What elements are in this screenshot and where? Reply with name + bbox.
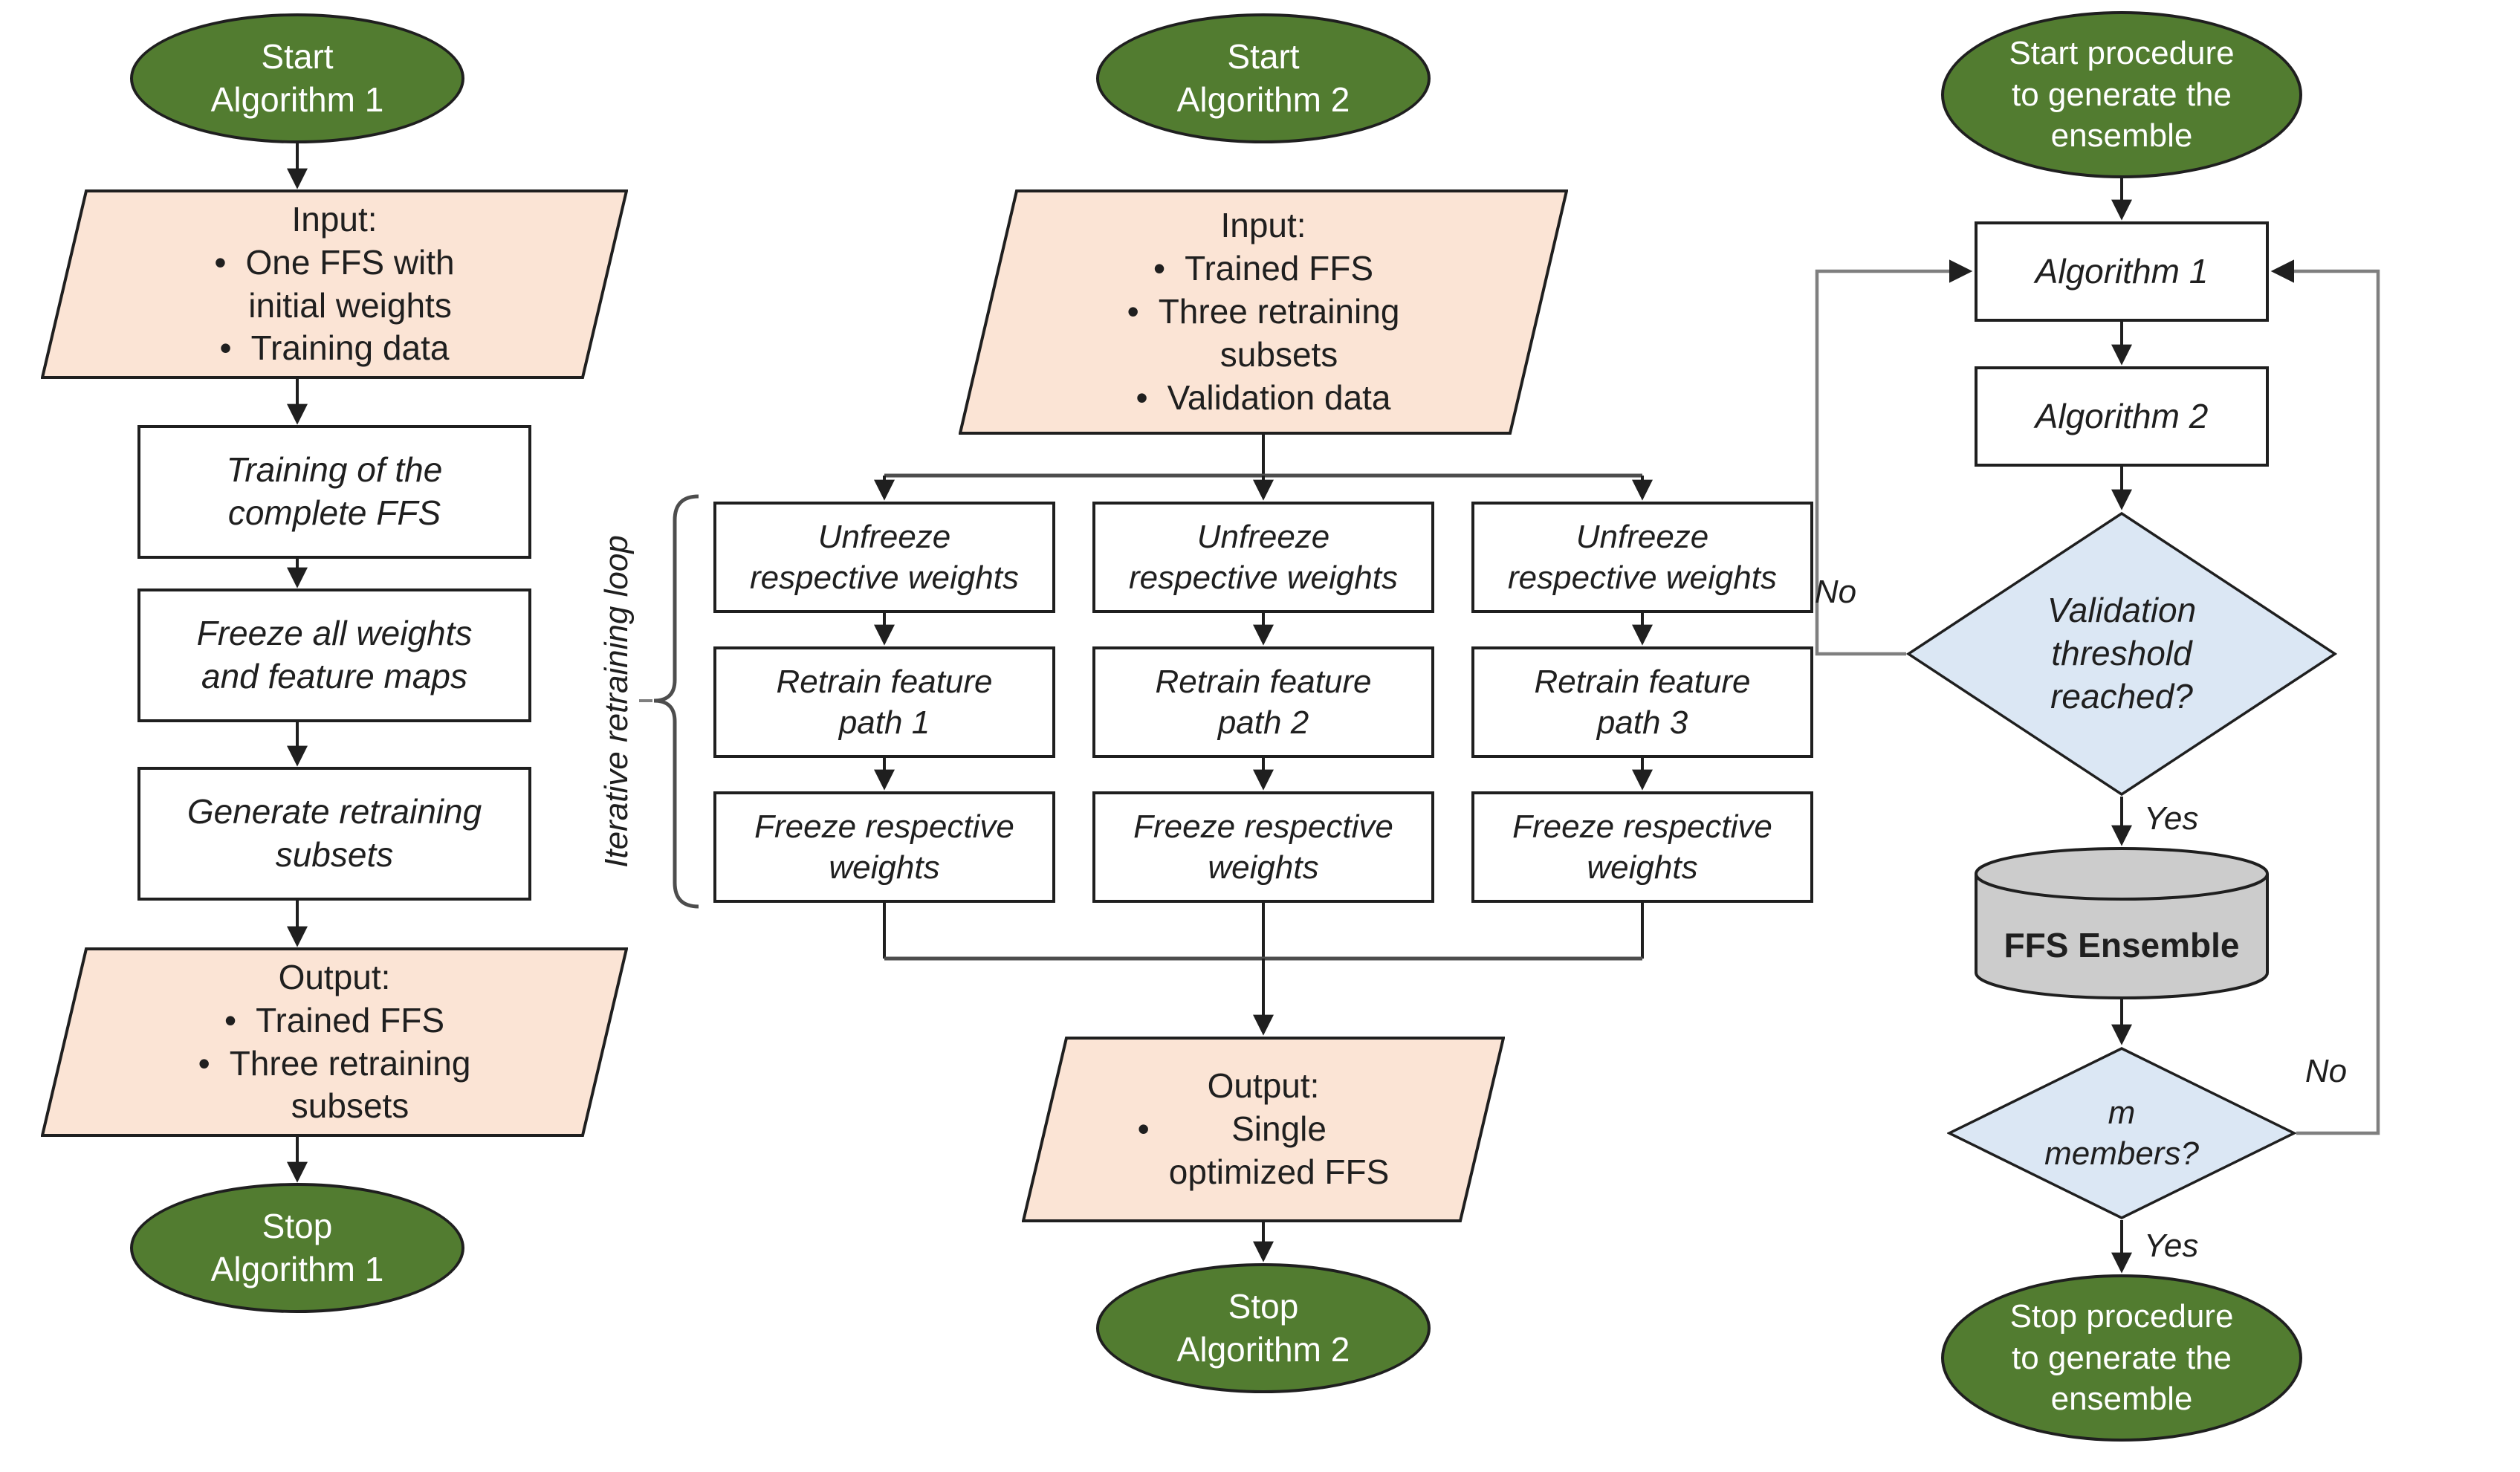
process-unfreeze-weights-path-2: Unfreeze respective weights: [1092, 502, 1434, 613]
label-yes-members: Yes: [2144, 1228, 2199, 1264]
iterative-retraining-loop-brace: [653, 494, 699, 909]
output-title: Output:: [1207, 1066, 1320, 1106]
process-label: Training of the complete FFS: [226, 450, 443, 532]
input-bullet: Trained FFS: [1185, 249, 1374, 288]
process-unfreeze-weights-path-1: Unfreeze respective weights: [713, 502, 1055, 613]
parallelogram-shape: [959, 189, 1568, 435]
diamond-shape: [1906, 511, 2337, 797]
start-terminator-algorithm-1-label: Start Algorithm 1: [210, 36, 384, 119]
process-unfreeze-weights-path-3: Unfreeze respective weights: [1471, 502, 1813, 613]
start-terminator-ensemble: Start procedure to generate the ensemble: [1941, 11, 2302, 178]
stop-terminator-ensemble-label: Stop procedure to generate the ensemble: [2009, 1298, 2234, 1418]
output-bullet: Three retraining subsets: [229, 1043, 471, 1126]
diamond-shape: [1947, 1047, 2296, 1219]
datastore-label: FFS Ensemble: [2004, 925, 2240, 964]
process-label: Retrain feature path 3: [1534, 663, 1751, 741]
process-retrain-feature-path-3: Retrain feature path 3: [1471, 646, 1813, 758]
process-label: Freeze respective weights: [1133, 808, 1393, 886]
bullet-marker: •: [214, 242, 227, 282]
process-retrain-feature-path-1: Retrain feature path 1: [713, 646, 1055, 758]
bullet-marker: •: [198, 1043, 210, 1083]
process-label: Unfreeze respective weights: [1508, 518, 1777, 596]
output-parallelogram-algorithm-1: Output: • Trained FFS • Three retraining…: [41, 947, 628, 1137]
input-title: Input:: [291, 199, 378, 239]
output-bullet: Trained FFS: [256, 1000, 445, 1040]
input-bullet: Validation data: [1167, 377, 1391, 417]
stop-terminator-ensemble: Stop procedure to generate the ensemble: [1941, 1274, 2302, 1442]
input-bullet: Training data: [250, 328, 450, 368]
parallelogram-shape: [41, 947, 628, 1137]
decision-label: m members?: [2044, 1094, 2199, 1172]
start-terminator-algorithm-2-label: Start Algorithm 2: [1176, 36, 1350, 119]
start-terminator-algorithm-2: Start Algorithm 2: [1096, 13, 1431, 143]
stop-terminator-algorithm-1: Stop Algorithm 1: [130, 1183, 464, 1313]
process-label: Generate retraining subsets: [187, 792, 482, 874]
process-freeze-all-weights: Freeze all weights and feature maps: [137, 589, 531, 722]
stop-terminator-algorithm-2: Stop Algorithm 2: [1096, 1263, 1431, 1393]
output-title: Output:: [278, 957, 391, 996]
bullet-marker: •: [1137, 1109, 1150, 1149]
output-bullet: Single optimized FFS: [1168, 1109, 1390, 1191]
cylinder-shape: [1975, 847, 2269, 999]
process-label: Retrain feature path 1: [776, 663, 993, 741]
process-label: Unfreeze respective weights: [750, 518, 1019, 596]
input-parallelogram-algorithm-2: Input: • Trained FFS • Three retraining …: [959, 189, 1568, 435]
label-no-validation: No: [1814, 574, 1857, 610]
process-label: Freeze respective weights: [754, 808, 1014, 886]
process-freeze-weights-path-2: Freeze respective weights: [1092, 791, 1434, 903]
bullet-marker: •: [219, 328, 232, 368]
process-label: Algorithm 1: [2035, 251, 2209, 291]
parallelogram-shape: [1022, 1037, 1505, 1222]
input-title: Input:: [1220, 206, 1306, 245]
process-label: Freeze all weights and feature maps: [196, 614, 473, 696]
process-label: Algorithm 2: [2035, 396, 2209, 435]
input-bullet: One FFS with initial weights: [245, 242, 455, 325]
label-yes-validation: Yes: [2144, 800, 2199, 837]
input-bullet: Three retraining subsets: [1158, 292, 1400, 374]
process-algorithm-2: Algorithm 2: [1975, 366, 2269, 467]
decision-label: Validation threshold reached?: [2047, 591, 2197, 716]
process-generate-retraining-subsets: Generate retraining subsets: [137, 767, 531, 901]
bullet-marker: •: [1136, 377, 1148, 417]
input-parallelogram-algorithm-1: Input: • One FFS with initial weights • …: [41, 189, 628, 379]
process-retrain-feature-path-2: Retrain feature path 2: [1092, 646, 1434, 758]
iterative-retraining-loop-label: Iterative retraining loop: [598, 535, 635, 868]
process-freeze-weights-path-1: Freeze respective weights: [713, 791, 1055, 903]
datastore-ffs-ensemble: FFS Ensemble: [1975, 847, 2269, 999]
bullet-marker: •: [1127, 292, 1139, 331]
process-label: Unfreeze respective weights: [1129, 518, 1398, 596]
decision-m-members: m members?: [1947, 1046, 2296, 1220]
process-algorithm-1: Algorithm 1: [1975, 221, 2269, 322]
bullet-marker: •: [224, 1000, 237, 1040]
bullet-marker: •: [1153, 249, 1166, 288]
process-label: Retrain feature path 2: [1155, 663, 1372, 741]
process-freeze-weights-path-3: Freeze respective weights: [1471, 791, 1813, 903]
process-training-complete-ffs: Training of the complete FFS: [137, 425, 531, 559]
stop-terminator-algorithm-1-label: Stop Algorithm 1: [210, 1206, 384, 1288]
start-terminator-algorithm-1: Start Algorithm 1: [130, 13, 464, 143]
process-label: Freeze respective weights: [1512, 808, 1772, 886]
output-parallelogram-algorithm-2: Output: • Single optimized FFS: [1022, 1037, 1505, 1222]
stop-terminator-algorithm-2-label: Stop Algorithm 2: [1176, 1286, 1350, 1369]
decision-validation-threshold: Validation threshold reached?: [1906, 511, 2337, 797]
label-no-members: No: [2304, 1053, 2348, 1089]
parallelogram-shape: [41, 189, 628, 379]
start-terminator-ensemble-label: Start procedure to generate the ensemble: [2009, 35, 2235, 155]
